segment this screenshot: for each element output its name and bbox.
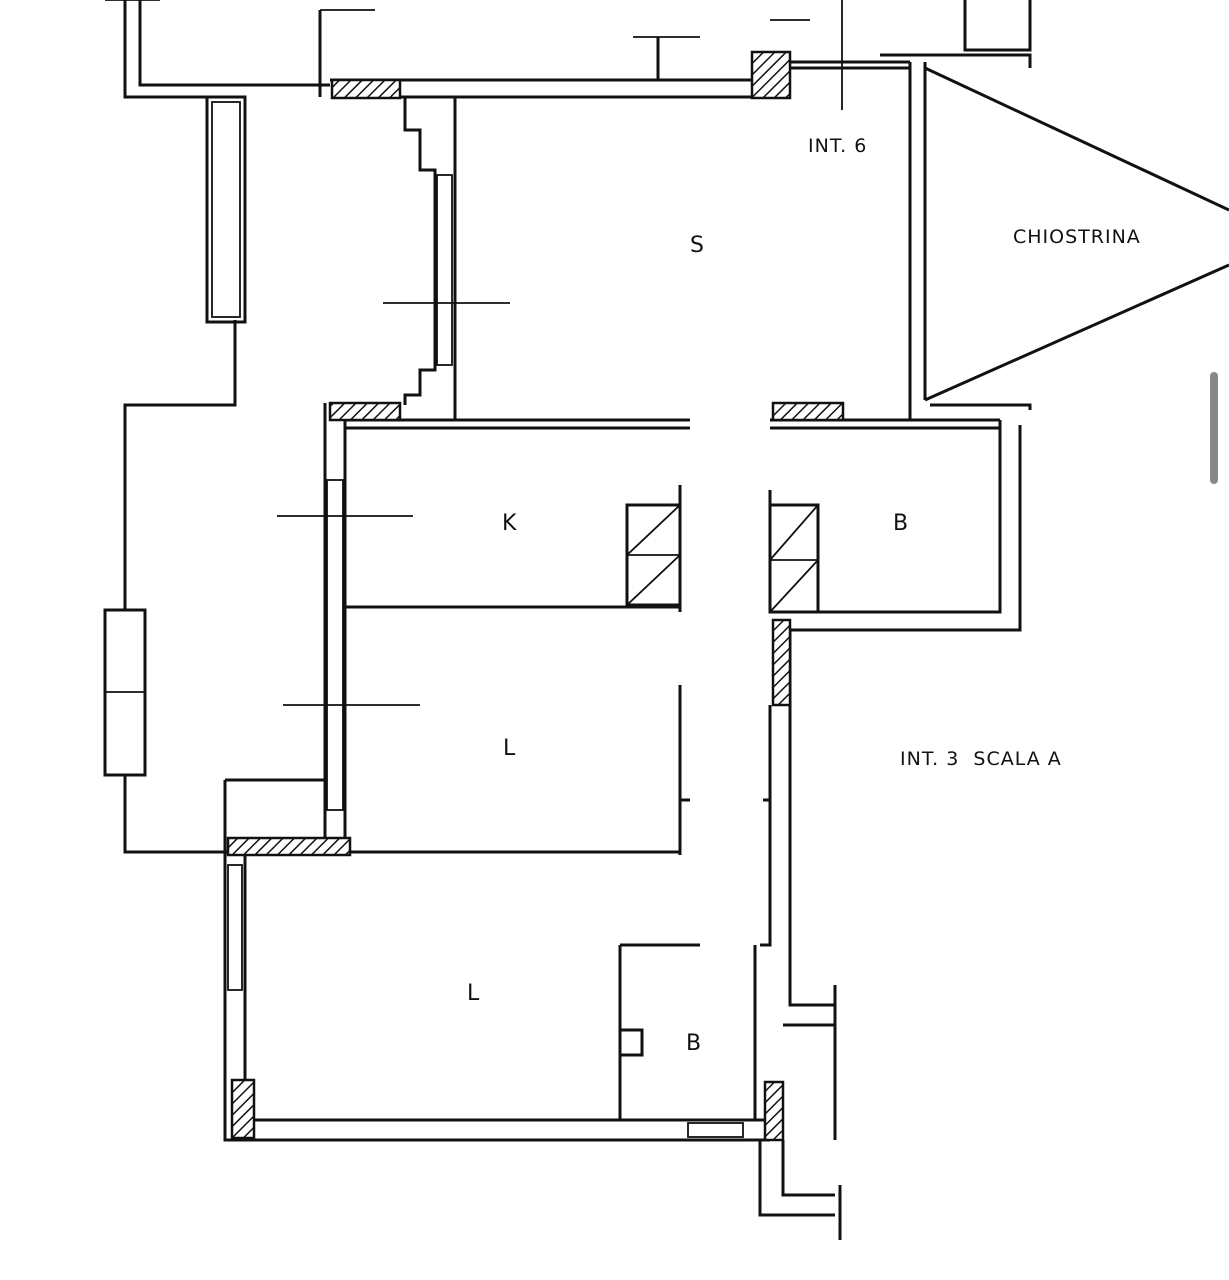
room-labels: INT. 6 CHIOSTRINA S K B L L B INT. 3 SCA… [467,135,1141,1056]
label-room-middle: L [503,736,516,761]
label-soggiorno: S [690,233,704,258]
walls [103,0,1229,1240]
label-kitchen: K [502,511,517,536]
hatched-columns [226,50,845,1142]
scrollbar[interactable] [1210,372,1218,484]
label-int6: INT. 6 [808,135,867,157]
label-bath-lower: B [686,1031,701,1056]
label-int3: INT. 3 SCALA A [900,748,1062,770]
label-room-lower: L [467,981,480,1006]
flues [625,503,820,614]
label-chiostrina: CHIOSTRINA [1013,226,1141,248]
label-bath-upper: B [893,511,908,536]
